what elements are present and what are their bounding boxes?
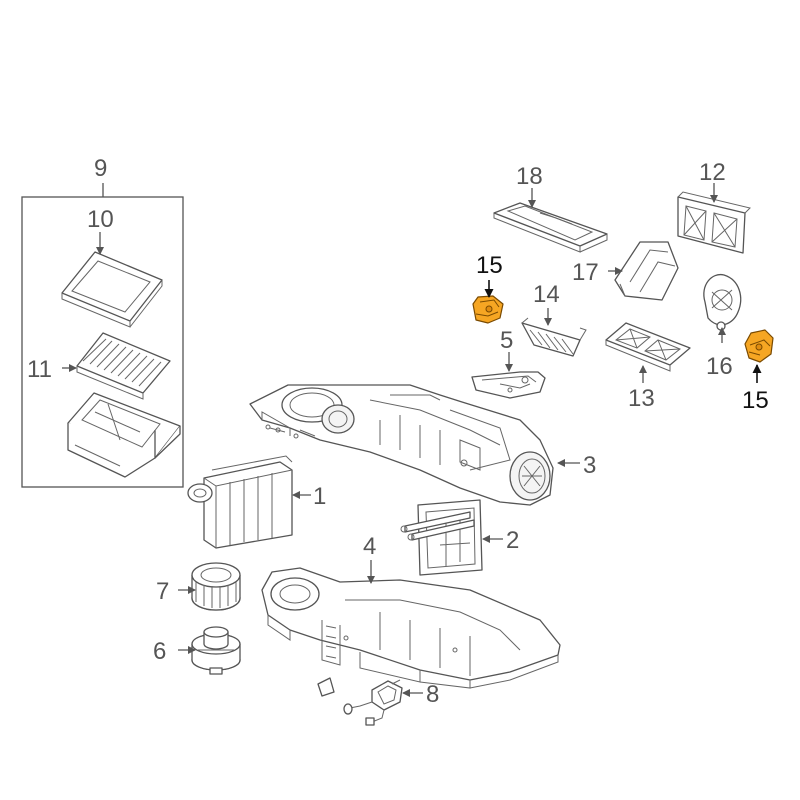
lever-bracket-part-5[interactable] bbox=[471, 371, 546, 399]
resistor-harness-part-8[interactable] bbox=[343, 679, 403, 726]
callout-8: 8 bbox=[426, 681, 439, 708]
duct-adapter-part-17[interactable] bbox=[614, 241, 679, 301]
callout-3: 3 bbox=[583, 452, 596, 479]
filter-kit-group: 9 10 11 bbox=[21, 155, 184, 488]
callout-17: 17 bbox=[572, 259, 599, 286]
callout-1: 1 bbox=[313, 483, 326, 510]
blower-motor-part-6[interactable] bbox=[191, 626, 241, 675]
callout-6: 6 bbox=[153, 638, 166, 665]
callout-13: 13 bbox=[628, 385, 655, 412]
callout-5: 5 bbox=[500, 327, 513, 354]
callout-9: 9 bbox=[94, 155, 107, 182]
evaporator-core-part-1[interactable] bbox=[187, 455, 293, 549]
upper-case-part-3[interactable] bbox=[249, 384, 554, 506]
callout-18: 18 bbox=[516, 163, 543, 190]
callout-4: 4 bbox=[363, 533, 376, 560]
callout-7: 7 bbox=[156, 578, 169, 605]
lower-case-part-4[interactable] bbox=[261, 567, 561, 697]
air-door-frame-part-12[interactable] bbox=[677, 191, 751, 254]
actuator-part-15-right[interactable] bbox=[744, 329, 774, 363]
callout-15-left: 15 bbox=[476, 252, 503, 279]
callout-11: 11 bbox=[27, 356, 52, 383]
actuator-part-15-left[interactable] bbox=[472, 295, 504, 324]
filter-tray-part-18[interactable] bbox=[493, 202, 608, 253]
callout-14: 14 bbox=[533, 281, 560, 308]
filter-housing bbox=[67, 392, 181, 478]
callout-12: 12 bbox=[699, 159, 726, 186]
grille-plate-part-13[interactable] bbox=[605, 322, 691, 372]
filter-element-part-11[interactable] bbox=[76, 332, 171, 400]
blower-wheel-part-7[interactable] bbox=[191, 562, 241, 611]
heater-core-part-2[interactable] bbox=[400, 499, 483, 576]
actuator-plate-part-16[interactable] bbox=[703, 273, 742, 331]
callout-10: 10 bbox=[87, 206, 114, 233]
bracket-part-14[interactable] bbox=[521, 317, 587, 357]
callout-2: 2 bbox=[506, 527, 519, 554]
filter-cover-part-10[interactable] bbox=[61, 251, 163, 328]
callout-15-right: 15 bbox=[742, 387, 769, 414]
callout-16: 16 bbox=[706, 353, 733, 380]
